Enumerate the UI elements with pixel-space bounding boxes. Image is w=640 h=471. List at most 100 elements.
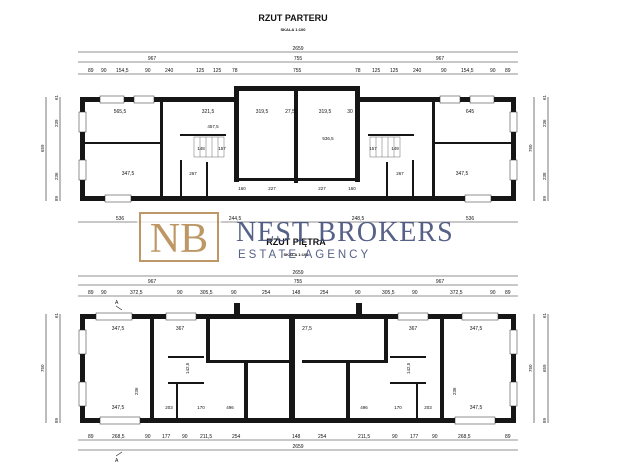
wall [206, 360, 292, 363]
dimension-label: 367 [176, 326, 185, 332]
dimension-label: 89 [88, 434, 94, 440]
wall [180, 134, 226, 136]
left-dimensions: 61 750 89 [40, 312, 59, 423]
wall [356, 303, 362, 317]
dimension-label: 90 [145, 434, 151, 440]
dimension-label: 347,5 [112, 405, 125, 411]
wall [168, 382, 204, 384]
dimension-label: 321,5 [202, 109, 215, 115]
dimension-label: 90 [177, 290, 183, 296]
wall [234, 86, 239, 182]
dimension-label: 536,5 [322, 136, 334, 141]
dimension-label: 160 [348, 186, 356, 191]
room-dimensions: 347,5 367 27,5 367 347,5 142,5 142,5 203… [112, 326, 483, 411]
dimension-label: 27,5 [285, 109, 295, 115]
overall-dimension-label: 2659 [292, 270, 303, 276]
dimension-label: 170 [394, 405, 402, 410]
dimension-label: 30 [347, 109, 353, 115]
dimension-label: 240 [413, 68, 422, 74]
wall [412, 160, 414, 196]
dimension-label: 170 [197, 405, 205, 410]
wall [180, 160, 182, 196]
detail-dimension-labels: 89 90 154,5 90 240 125 125 78 755 78 125… [88, 68, 511, 74]
dimension-label: 203 [424, 405, 432, 410]
wall [416, 384, 418, 418]
dimension-label: 267 [396, 171, 404, 176]
dimension-label: 268,5 [458, 434, 471, 440]
ground-floor-scale: SKALA 1:100 [281, 27, 307, 32]
dimension-label: 89 [505, 68, 511, 74]
dimension-label: 347,5 [112, 326, 125, 332]
wall [160, 102, 163, 196]
right-dimensions: 61 236 750 238 89 [528, 94, 547, 201]
dimension-label: 61 [54, 94, 59, 100]
wall [150, 319, 154, 418]
bottom-dimensions: 536 244,5 248,5 536 [116, 216, 475, 222]
dimension-label: 536 [116, 216, 125, 222]
dimension-label: 89 [54, 417, 59, 423]
dimension-label: 236 [452, 387, 457, 395]
dimension-label: 148 [197, 146, 205, 151]
dimension-label: 211,5 [200, 434, 212, 440]
dimension-label: 227 [268, 186, 276, 191]
watermark-company-name: NEST BROKERS [236, 217, 454, 248]
wall [234, 303, 240, 317]
dimension-label: 148 [292, 290, 301, 296]
dimension-label: 89 [542, 195, 547, 201]
dimension-label: 90 [441, 68, 447, 74]
dimension-label: 89 [505, 290, 511, 296]
dimension-label: 755 [294, 56, 303, 62]
ground-floor-title: RZUT PARTERU [258, 13, 327, 23]
watermark-logo-backdrop [137, 211, 221, 263]
dimension-label: 211,5 [358, 434, 370, 440]
dimension-label: 90 [392, 434, 398, 440]
dimension-label: 90 [101, 68, 107, 74]
segment-dimension-labels: 967 755 967 [148, 56, 445, 62]
dimension-label: 27,5 [302, 326, 312, 332]
dimension-label: 372,5 [450, 290, 463, 296]
dimension-label: 78 [232, 68, 238, 74]
wall [206, 319, 210, 363]
wall [234, 86, 360, 91]
dimension-label: 148 [292, 434, 301, 440]
segment-dimension-labels: 967 755 967 [148, 279, 445, 285]
dimension-label: 177 [162, 434, 171, 440]
dimension-label: 244,5 [229, 216, 242, 222]
wall [346, 363, 350, 418]
dimension-label: 305,5 [382, 290, 395, 296]
wall [289, 319, 295, 418]
dimension-label: 89 [54, 195, 59, 201]
section-marker-line [115, 451, 123, 457]
dimension-label: 90 [412, 290, 418, 296]
dimension-label: 90 [101, 290, 107, 296]
dimension-label: 305,5 [200, 290, 213, 296]
section-marker-label: A [115, 458, 119, 464]
wall [390, 356, 426, 358]
dimension-label: 750 [528, 144, 533, 152]
dimension-label: 267 [189, 171, 197, 176]
right-dimensions: 61 659 750 89 [528, 312, 547, 423]
left-dimensions: 61 239 659 236 89 [40, 94, 59, 201]
wall [294, 91, 298, 183]
dimension-label: 755 [293, 68, 302, 74]
dimension-label: 160 [238, 186, 246, 191]
dimension-label: 659 [542, 364, 547, 372]
dimension-label: 457,5 [207, 124, 219, 129]
dimension-label: 236 [54, 172, 59, 180]
wall [368, 134, 414, 136]
wall [80, 314, 516, 319]
wall [434, 142, 511, 144]
watermark-logo-frame [139, 212, 219, 262]
dimension-label: 203 [165, 405, 173, 410]
dimension-label: 125 [213, 68, 222, 74]
bottom-dimensions: 89 268,5 90 177 90 211,5 254 148 254 211… [88, 434, 511, 440]
wall [80, 97, 85, 201]
wall [80, 314, 85, 423]
wall [390, 382, 426, 384]
dimension-label: 90 [490, 68, 496, 74]
wall [358, 97, 516, 102]
dimension-label: 967 [436, 56, 445, 62]
section-marker-line [115, 305, 123, 311]
dimension-label: 89 [88, 290, 94, 296]
dimension-label: 659 [40, 144, 45, 152]
